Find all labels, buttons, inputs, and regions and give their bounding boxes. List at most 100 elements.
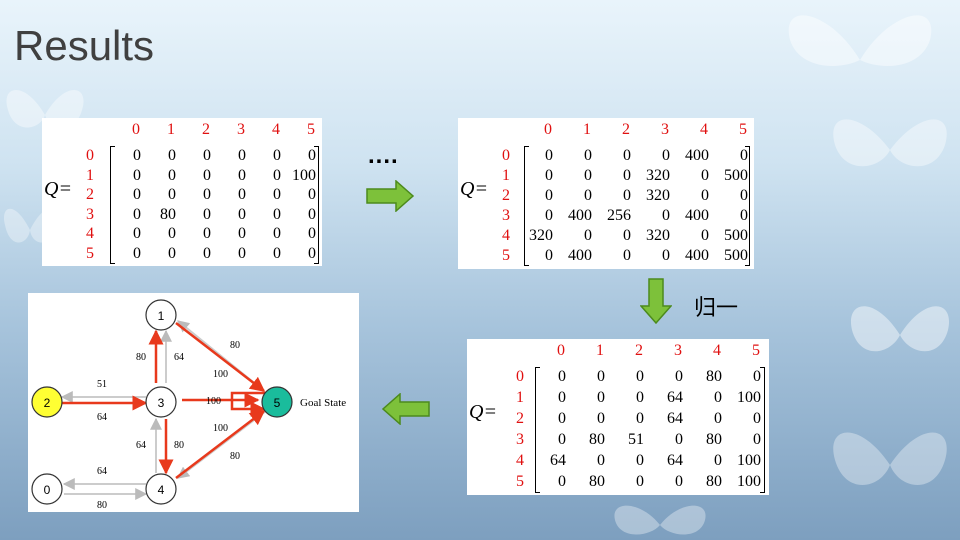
matrix-cell: 0 [558,389,566,406]
matrix-cell: 0 [558,410,566,427]
column-header: 0 [544,121,552,138]
node-5-goal: 5 [261,386,293,418]
matrix-cell: 0 [168,147,176,164]
matrix-cell: 320 [646,227,670,244]
matrix-cell: 0 [753,368,761,385]
matrix-cell: 0 [597,389,605,406]
matrix-cell: 0 [675,431,683,448]
matrix-cell: 0 [545,167,553,184]
matrix-cell: 0 [203,225,211,242]
edge-label: 80 [97,500,107,511]
column-header: 2 [202,121,210,138]
matrix-cell: 500 [724,227,748,244]
edge-label: 64 [97,466,107,477]
column-header: 1 [167,121,175,138]
matrix-cell: 0 [168,186,176,203]
butterfly-decoration-icon [833,432,947,485]
matrix-cell: 500 [724,167,748,184]
svg-text:3: 3 [158,396,165,410]
matrix-cell: 0 [168,166,176,184]
matrix-cell: 100 [737,389,761,406]
matrix-cell: 0 [238,166,246,184]
matrix-cell: 0 [308,244,316,262]
matrix-cell: 0 [714,389,722,406]
matrix-cell: 64 [667,389,683,406]
matrix-cell: 0 [636,389,644,406]
matrix-right-bracket [760,367,765,493]
column-header: 4 [713,342,721,359]
matrix-cell: 64 [667,452,683,469]
matrix-cell: 0 [675,368,683,385]
matrix-cell: 100 [292,166,316,184]
matrix-cell: 0 [545,187,553,204]
goal-state-label: Goal State [300,397,346,409]
matrix-cell: 400 [685,247,709,264]
matrix-cell: 0 [203,244,211,262]
butterfly-decoration-icon [850,306,950,352]
slide-title: Results [14,22,155,69]
q-label: Q= [44,178,72,200]
matrix-cell: 0 [203,186,211,203]
row-label: 4 [516,452,524,469]
matrix-cell: 0 [308,225,316,242]
matrix-cell: 0 [203,166,211,184]
matrix-cell: 0 [584,167,592,184]
arrow-left-icon [382,393,430,425]
node-0: 0 [31,473,63,505]
column-header: 5 [307,121,315,138]
svg-text:1: 1 [158,309,165,323]
svg-text:4: 4 [158,483,165,497]
matrix-cell: 0 [558,368,566,385]
matrix-cell: 0 [168,225,176,242]
butterfly-decoration-icon [833,119,947,167]
column-header: 4 [700,121,708,138]
edge-1-5-optimal [175,322,266,392]
matrix-cell: 0 [238,225,246,242]
matrix-cell: 51 [628,431,644,448]
row-label: 5 [86,244,94,262]
state-graph-svg: 1 2 3 5 0 4 Goal State 80 64 80 100 [31,299,346,511]
row-label: 3 [86,205,94,223]
matrix-cell: 0 [623,167,631,184]
node-1: 1 [145,299,177,331]
matrix-cell: 0 [545,207,553,224]
matrix-cell: 80 [160,205,176,223]
column-header: 3 [674,342,682,359]
q-label: Q= [469,401,497,423]
matrix-cell: 0 [558,473,566,490]
svg-text:0: 0 [44,483,51,497]
ellipsis-label: .... [368,142,399,169]
column-header: 5 [739,121,747,138]
matrix-cell: 0 [273,147,281,164]
matrix-cell: 0 [623,247,631,264]
edge-label: 80 [230,340,240,351]
matrix-cell: 0 [238,186,246,203]
matrix-cell: 0 [584,147,592,164]
matrix-cell: 0 [597,452,605,469]
edge-label: 80 [230,451,240,462]
edge-label: 80 [136,352,146,363]
node-2: 2 [31,386,63,418]
edge-5-5-loop [230,391,268,417]
matrix-cell: 80 [589,431,605,448]
row-label: 1 [516,389,524,406]
matrix-cell: 0 [636,473,644,490]
matrix-cell: 0 [597,368,605,385]
matrix-cell: 100 [737,473,761,490]
matrix-cell: 400 [568,207,592,224]
matrix-cell: 0 [623,227,631,244]
matrix-cell: 0 [662,207,670,224]
matrix-cell: 0 [133,166,141,184]
matrix-cell: 0 [273,244,281,262]
matrix-cell: 64 [667,410,683,427]
row-label: 0 [502,147,510,164]
matrix-cell: 0 [238,244,246,262]
edge-label: 64 [136,440,146,451]
column-header: 3 [661,121,669,138]
matrix-cell: 80 [706,431,722,448]
row-label: 2 [86,186,94,203]
matrix-cell: 80 [706,473,722,490]
matrix-cell: 0 [584,227,592,244]
matrix-cell: 0 [308,147,316,164]
edge-label: 80 [174,440,184,451]
